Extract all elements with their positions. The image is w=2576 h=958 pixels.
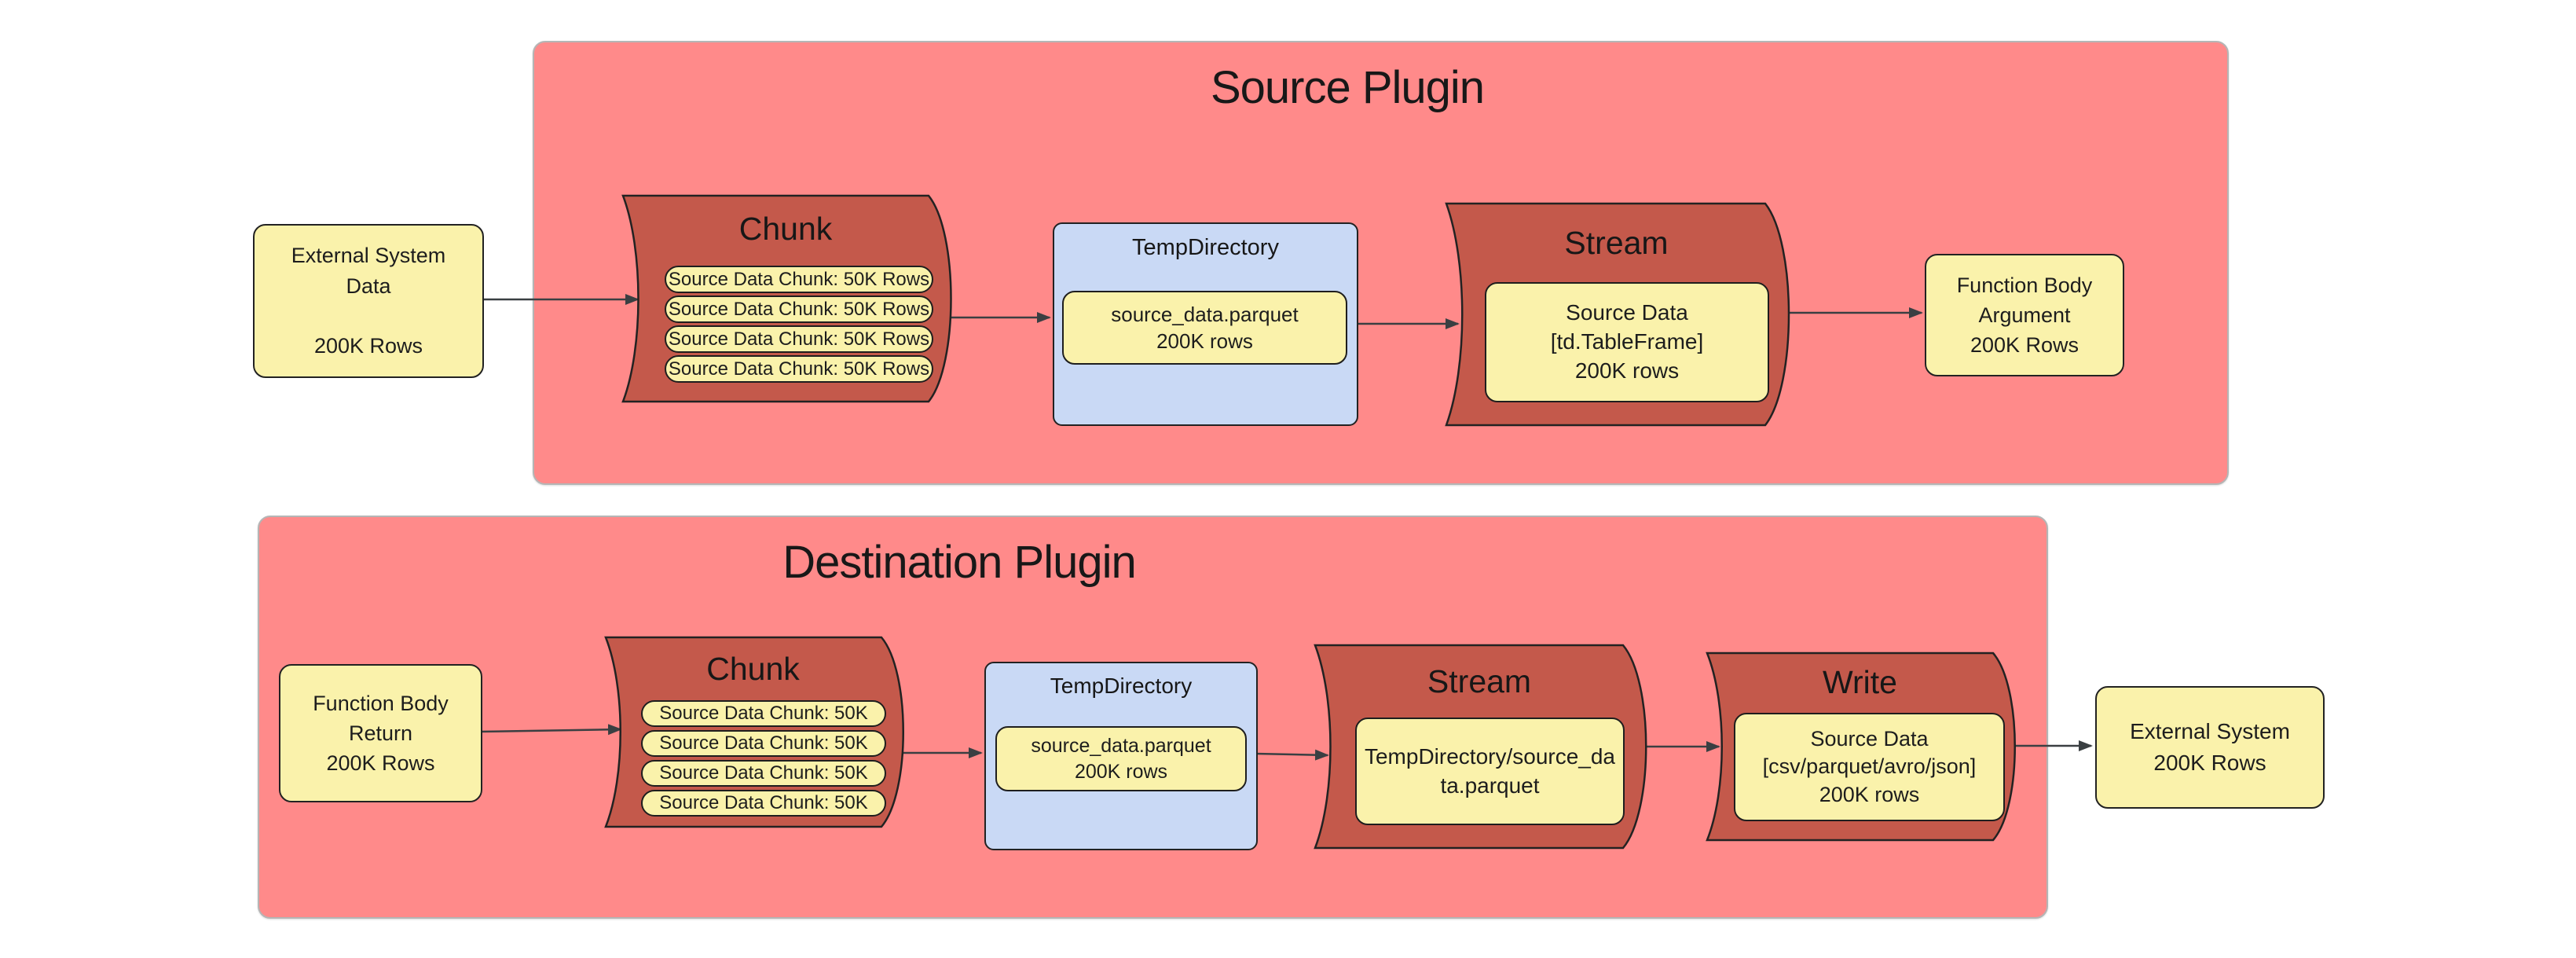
temp-directory-title: TempDirectory <box>1050 674 1193 698</box>
parquet-file-box: source_data.parquet 200K rows <box>1062 291 1347 365</box>
stream-title: Stream <box>1564 225 1669 261</box>
data-chunk-pill: Source Data Chunk: 50K Rows <box>665 295 933 323</box>
data-chunk-pill: Source Data Chunk: 50K <box>641 700 886 727</box>
node-destination-chunk: Chunk Source Data Chunk: 50K Source Data… <box>604 636 904 828</box>
write-title: Write <box>1823 664 1897 700</box>
node-source-stream: Stream Source Data [td.TableFrame] 200K … <box>1445 202 1790 427</box>
stream-title: Stream <box>1427 663 1532 699</box>
data-chunk-pill: Source Data Chunk: 50K Rows <box>665 355 933 383</box>
chunk-pill-list: Source Data Chunk: 50K Source Data Chunk… <box>641 700 886 817</box>
node-destination-stream: Stream TempDirectory/source_data.parquet <box>1314 644 1647 850</box>
edge-return-to-chunk <box>478 724 622 736</box>
data-chunk-pill: Source Data Chunk: 50K Rows <box>665 325 933 353</box>
write-data-box: Source Data [csv/parquet/avro/json] 200K… <box>1734 713 2005 821</box>
node-external-system: External System 200K Rows <box>2095 686 2325 809</box>
edge-temp2-to-stream2 <box>1255 749 1329 761</box>
node-function-body-return: Function Body Return 200K Rows <box>279 664 482 802</box>
node-external-system-data: External System Data 200K Rows <box>253 224 484 378</box>
source-plugin-title: Source Plugin <box>1210 62 1485 113</box>
parquet-file-box: source_data.parquet 200K rows <box>995 726 1247 791</box>
temp-directory-title: TempDirectory <box>1132 235 1279 260</box>
destination-plugin-title: Destination Plugin <box>782 537 1137 588</box>
stream-data-box: Source Data [td.TableFrame] 200K rows <box>1485 282 1769 402</box>
stream-path-box: TempDirectory/source_data.parquet <box>1355 718 1625 825</box>
node-write: Write Source Data [csv/parquet/avro/json… <box>1706 652 2016 842</box>
data-chunk-pill: Source Data Chunk: 50K Rows <box>665 266 933 293</box>
data-chunk-pill: Source Data Chunk: 50K <box>641 730 886 757</box>
chunk-title: Chunk <box>738 211 833 247</box>
data-chunk-pill: Source Data Chunk: 50K <box>641 790 886 817</box>
chunk-title: Chunk <box>706 651 800 687</box>
node-destination-temp-directory: TempDirectory source_data.parquet 200K r… <box>984 662 1258 850</box>
data-chunk-pill: Source Data Chunk: 50K <box>641 760 886 787</box>
chunk-pill-list: Source Data Chunk: 50K Rows Source Data … <box>665 266 933 383</box>
node-source-chunk: Chunk Source Data Chunk: 50K Rows Source… <box>621 194 952 403</box>
node-source-temp-directory: TempDirectory source_data.parquet 200K r… <box>1053 222 1358 426</box>
node-function-body-argument: Function Body Argument 200K Rows <box>1925 254 2124 376</box>
